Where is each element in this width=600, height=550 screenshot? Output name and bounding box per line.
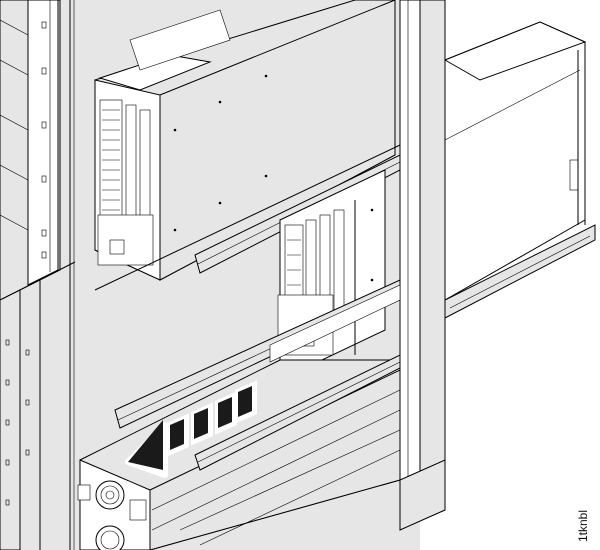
- lower-drawer-sliding: [77, 354, 446, 550]
- left-rack-frame: [0, 0, 76, 550]
- fan-icon: [95, 480, 125, 510]
- figure-id-label: 1tknbl: [576, 509, 590, 542]
- fan-icon: [95, 525, 125, 550]
- upper-drawer-unit: [94, 0, 396, 281]
- slide-out-arrow-icon: [125, 380, 257, 478]
- middle-slide-rail: [114, 279, 401, 429]
- extended-drawer-top: [443, 21, 596, 319]
- rack-vertical-post: [399, 0, 446, 531]
